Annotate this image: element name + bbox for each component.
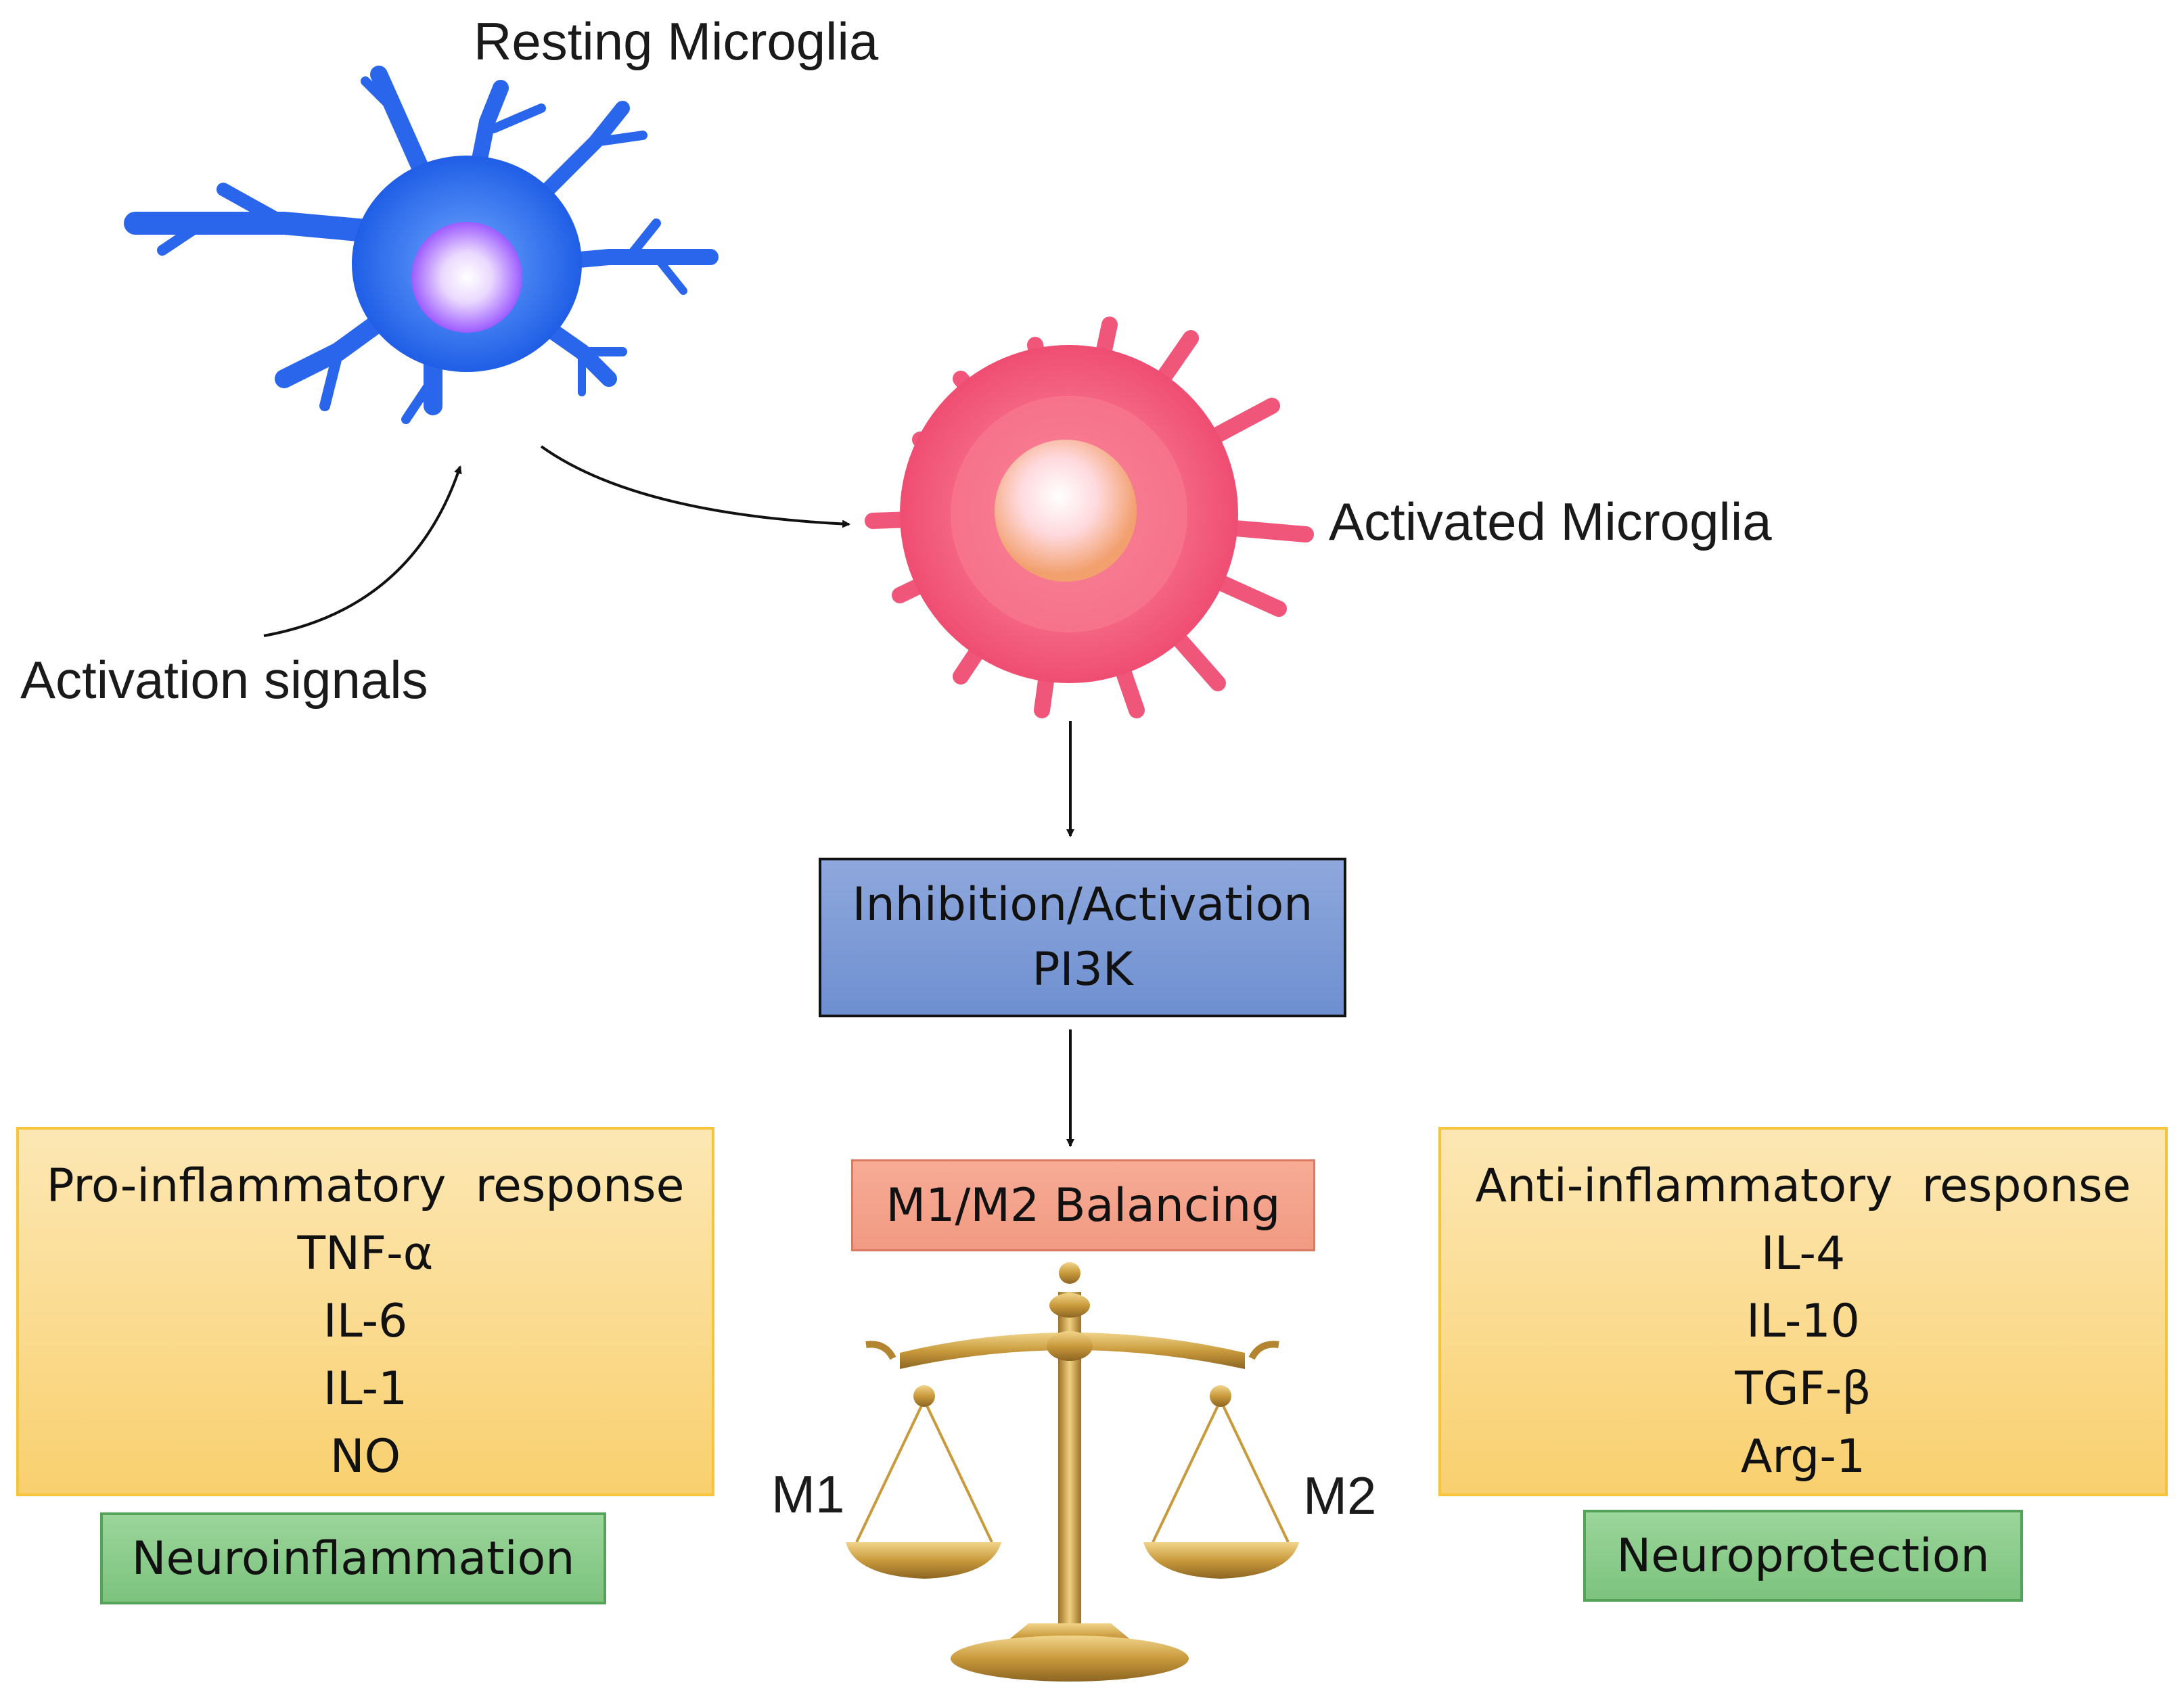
activation-signals-label: Activation signals bbox=[20, 650, 428, 710]
balance-scale-icon bbox=[846, 1262, 1299, 1682]
m2-label: M2 bbox=[1303, 1466, 1377, 1525]
m1-m2-balancing-box: M1/M2 Balancing bbox=[851, 1159, 1315, 1251]
anti-inflammatory-title: Anti-inflammatory response bbox=[1475, 1159, 2131, 1213]
anti-item: IL-10 bbox=[1746, 1295, 1860, 1348]
pro-item: NO bbox=[329, 1430, 401, 1483]
anti-item: TGF-β bbox=[1735, 1362, 1871, 1416]
activated-microglia-label: Activated Microglia bbox=[1329, 492, 1772, 551]
activated-microglia-icon bbox=[865, 317, 1314, 718]
transition-arrow bbox=[540, 445, 850, 528]
m1-label: M1 bbox=[771, 1464, 845, 1524]
neuroprotection-box: Neuroprotection bbox=[1583, 1510, 2023, 1602]
pro-inflammatory-box: Pro-inflammatory response TNF-α IL-6 IL-… bbox=[16, 1127, 714, 1496]
neuroprotection-label: Neuroprotection bbox=[1616, 1529, 1990, 1583]
activation-arrow bbox=[263, 465, 462, 637]
pi3k-box-line1: Inhibition/Activation bbox=[852, 878, 1313, 931]
pro-item: TNF-α bbox=[297, 1227, 434, 1280]
balancing-text: M1/M2 Balancing bbox=[886, 1178, 1281, 1232]
anti-item: Arg-1 bbox=[1740, 1430, 1866, 1483]
pi3k-box-line2: PI3K bbox=[1032, 943, 1133, 996]
pro-inflammatory-title: Pro-inflammatory response bbox=[46, 1159, 685, 1213]
resting-microglia-icon bbox=[124, 66, 719, 424]
resting-microglia-label: Resting Microglia bbox=[474, 11, 879, 71]
pi3k-box: Inhibition/Activation PI3K bbox=[819, 858, 1346, 1017]
neuroinflammation-label: Neuroinflammation bbox=[131, 1531, 575, 1585]
pro-item: IL-1 bbox=[323, 1362, 408, 1416]
anti-inflammatory-box: Anti-inflammatory response IL-4 IL-10 TG… bbox=[1438, 1127, 2168, 1496]
pro-item: IL-6 bbox=[323, 1295, 408, 1348]
neuroinflammation-box: Neuroinflammation bbox=[100, 1512, 606, 1604]
anti-item: IL-4 bbox=[1760, 1227, 1846, 1280]
